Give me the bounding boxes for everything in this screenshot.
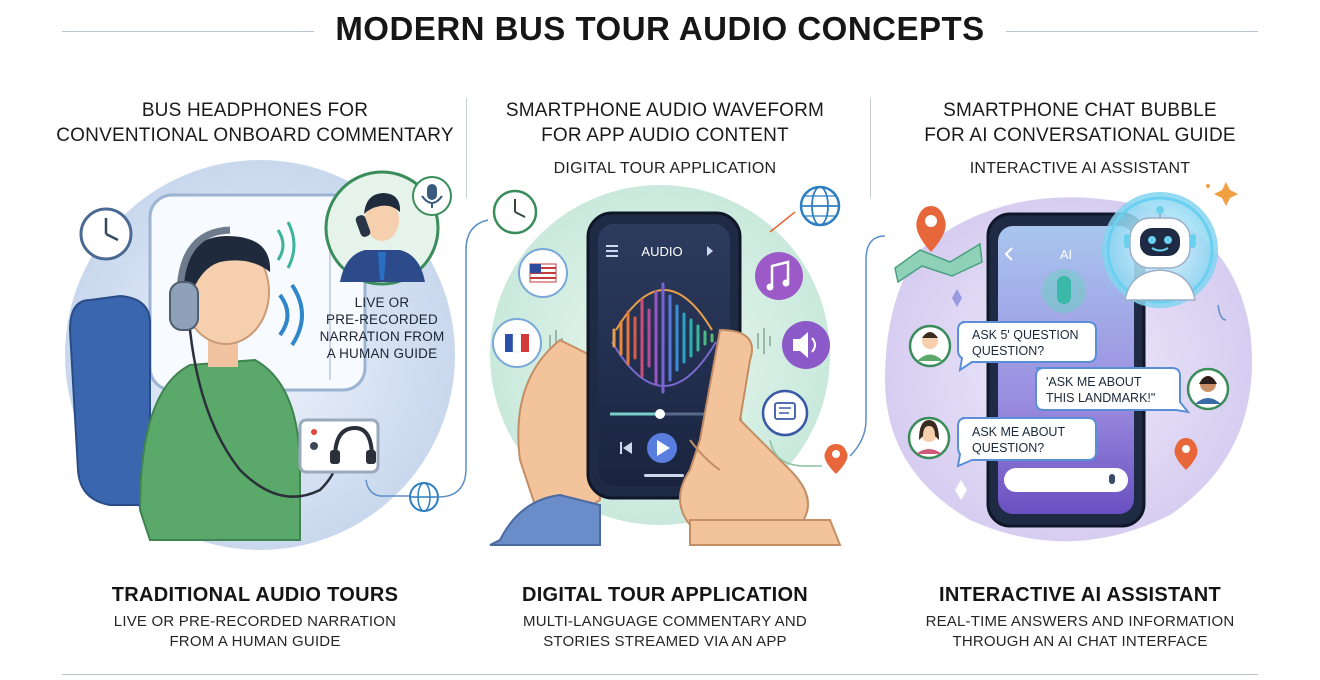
microphone-icon[interactable] bbox=[1109, 474, 1115, 484]
column-3-footer-line1: REAL-TIME ANSWERS AND INFORMATION bbox=[925, 613, 1235, 630]
music-note-icon bbox=[755, 252, 803, 300]
column-1-heading: BUS HEADPHONES FOR CONVENTIONAL ONBOARD … bbox=[40, 98, 470, 148]
map-pin-icon bbox=[894, 206, 983, 284]
human-guide-avatar bbox=[324, 170, 440, 286]
ai-message-input[interactable] bbox=[1004, 468, 1128, 492]
flag-france-icon bbox=[492, 318, 542, 368]
column-3-footer-desc: REAL-TIME ANSWERS AND INFORMATION THROUG… bbox=[870, 612, 1290, 652]
chat-bubble-3-line1: ASK ME ABOUT bbox=[972, 425, 1065, 439]
progress-handle[interactable] bbox=[655, 409, 665, 419]
flag-usa-icon bbox=[518, 248, 568, 298]
robot-icon bbox=[1102, 192, 1218, 308]
page-title: MODERN BUS TOUR AUDIO CONCEPTS bbox=[335, 10, 985, 47]
connector-line-2 bbox=[849, 235, 886, 457]
skip-back-icon[interactable] bbox=[620, 442, 632, 454]
column-2-footer-desc: MULTI-LANGUAGE COMMENTARY AND STORIES ST… bbox=[455, 612, 875, 652]
chat-icon bbox=[761, 389, 809, 437]
globe-icon bbox=[409, 482, 439, 512]
speaker-icon bbox=[782, 321, 830, 369]
column-1-footer-line1: LIVE OR PRE-RECORDED NARRATION bbox=[113, 613, 397, 630]
column-2-footer-title: DIGITAL TOUR APPLICATION bbox=[521, 584, 809, 606]
sparkle-icon bbox=[955, 480, 967, 500]
map-pin-icon bbox=[1174, 438, 1198, 470]
traditional-audio-scene bbox=[65, 160, 489, 550]
guide-caption-line2: PRE-RECORDED bbox=[326, 312, 438, 327]
column-3-heading-line1: SMARTPHONE CHAT BUBBLE bbox=[943, 100, 1217, 121]
sparkle-icon bbox=[1214, 182, 1238, 206]
column-3-footer-title: INTERACTIVE AI ASSISTANT bbox=[938, 584, 1222, 606]
user-avatar-2 bbox=[1186, 367, 1230, 411]
column-2-heading-line1: SMARTPHONE AUDIO WAVEFORM bbox=[505, 100, 825, 121]
guide-caption: LIVE OR PRE-RECORDED NARRATION FROM A HU… bbox=[312, 294, 452, 362]
play-icon[interactable] bbox=[647, 433, 677, 463]
column-3-heading: SMARTPHONE CHAT BUBBLE FOR AI CONVERSATI… bbox=[870, 98, 1290, 148]
chat-bubble-3: ASK ME ABOUT QUESTION? bbox=[956, 417, 1097, 468]
audio-waveform bbox=[612, 282, 714, 394]
headphones-icon bbox=[169, 226, 231, 331]
chat-bubble-3-line2: QUESTION? bbox=[972, 441, 1044, 455]
chat-bubble-2-line2: THIS LANDMARK!" bbox=[1046, 391, 1155, 405]
column-3-heading-line2: FOR AI CONVERSATIONAL GUIDE bbox=[924, 125, 1236, 146]
chat-bubble-2: 'ASK ME ABOUT THIS LANDMARK!" bbox=[1035, 367, 1191, 414]
bus-seat bbox=[68, 294, 151, 506]
ai-assistant-scene: ASK 5' QUESTION QUESTION? 'ASK ME ABOUT … bbox=[885, 182, 1253, 542]
chat-bubble-1: ASK 5' QUESTION QUESTION? bbox=[957, 321, 1097, 373]
column-3-subheading: INTERACTIVE AI ASSISTANT bbox=[969, 160, 1191, 177]
column-divider-2 bbox=[870, 98, 871, 198]
column-2-heading: SMARTPHONE AUDIO WAVEFORM FOR APP AUDIO … bbox=[455, 98, 875, 148]
column-2-subheading: DIGITAL TOUR APPLICATION bbox=[553, 160, 777, 177]
chat-bubble-1-line2: QUESTION? bbox=[972, 344, 1044, 358]
user-avatar-3 bbox=[907, 416, 951, 460]
map-pin-icon bbox=[824, 444, 848, 474]
bottom-rule bbox=[62, 674, 1258, 675]
column-divider-1 bbox=[466, 98, 467, 198]
column-2-footer-line2: STORIES STREAMED VIA AN APP bbox=[543, 633, 787, 650]
column-1-footer-title: TRADITIONAL AUDIO TOURS bbox=[111, 584, 399, 606]
title-rule-left bbox=[62, 31, 314, 32]
headphone-jack-panel bbox=[298, 418, 380, 474]
chat-bubble-2-line1: 'ASK ME ABOUT bbox=[1046, 375, 1142, 389]
column-1-footer-line2: FROM A HUMAN GUIDE bbox=[169, 633, 341, 650]
hand-right bbox=[679, 328, 809, 526]
guide-caption-line1: LIVE OR bbox=[354, 295, 410, 310]
connector-line-1 bbox=[437, 219, 489, 498]
ai-screen-title: AI bbox=[1060, 247, 1072, 262]
sparkle-icon bbox=[952, 289, 962, 307]
clock-icon bbox=[492, 189, 538, 235]
microphone-icon bbox=[412, 176, 452, 216]
column-1-footer-desc: LIVE OR PRE-RECORDED NARRATION FROM A HU… bbox=[40, 612, 470, 652]
column-3-footer-line2: THROUGH AN AI CHAT INTERFACE bbox=[952, 633, 1208, 650]
chat-bubble-1-line1: ASK 5' QUESTION bbox=[972, 328, 1079, 342]
audio-screen-title: AUDIO bbox=[641, 244, 682, 259]
column-1-heading-line2: CONVENTIONAL ONBOARD COMMENTARY bbox=[56, 125, 454, 146]
clock-icon bbox=[79, 207, 133, 261]
user-avatar-1 bbox=[908, 324, 952, 368]
title-rule-right bbox=[1006, 31, 1258, 32]
globe-icon bbox=[799, 185, 841, 227]
guide-caption-line3: NARRATION FROM bbox=[319, 329, 445, 344]
column-2-footer-line1: MULTI-LANGUAGE COMMENTARY AND bbox=[523, 613, 807, 630]
column-2-heading-line2: FOR APP AUDIO CONTENT bbox=[541, 125, 789, 146]
digital-app-scene bbox=[489, 185, 886, 546]
guide-caption-line4: A HUMAN GUIDE bbox=[326, 346, 438, 361]
column-1-heading-line1: BUS HEADPHONES FOR bbox=[141, 100, 369, 121]
